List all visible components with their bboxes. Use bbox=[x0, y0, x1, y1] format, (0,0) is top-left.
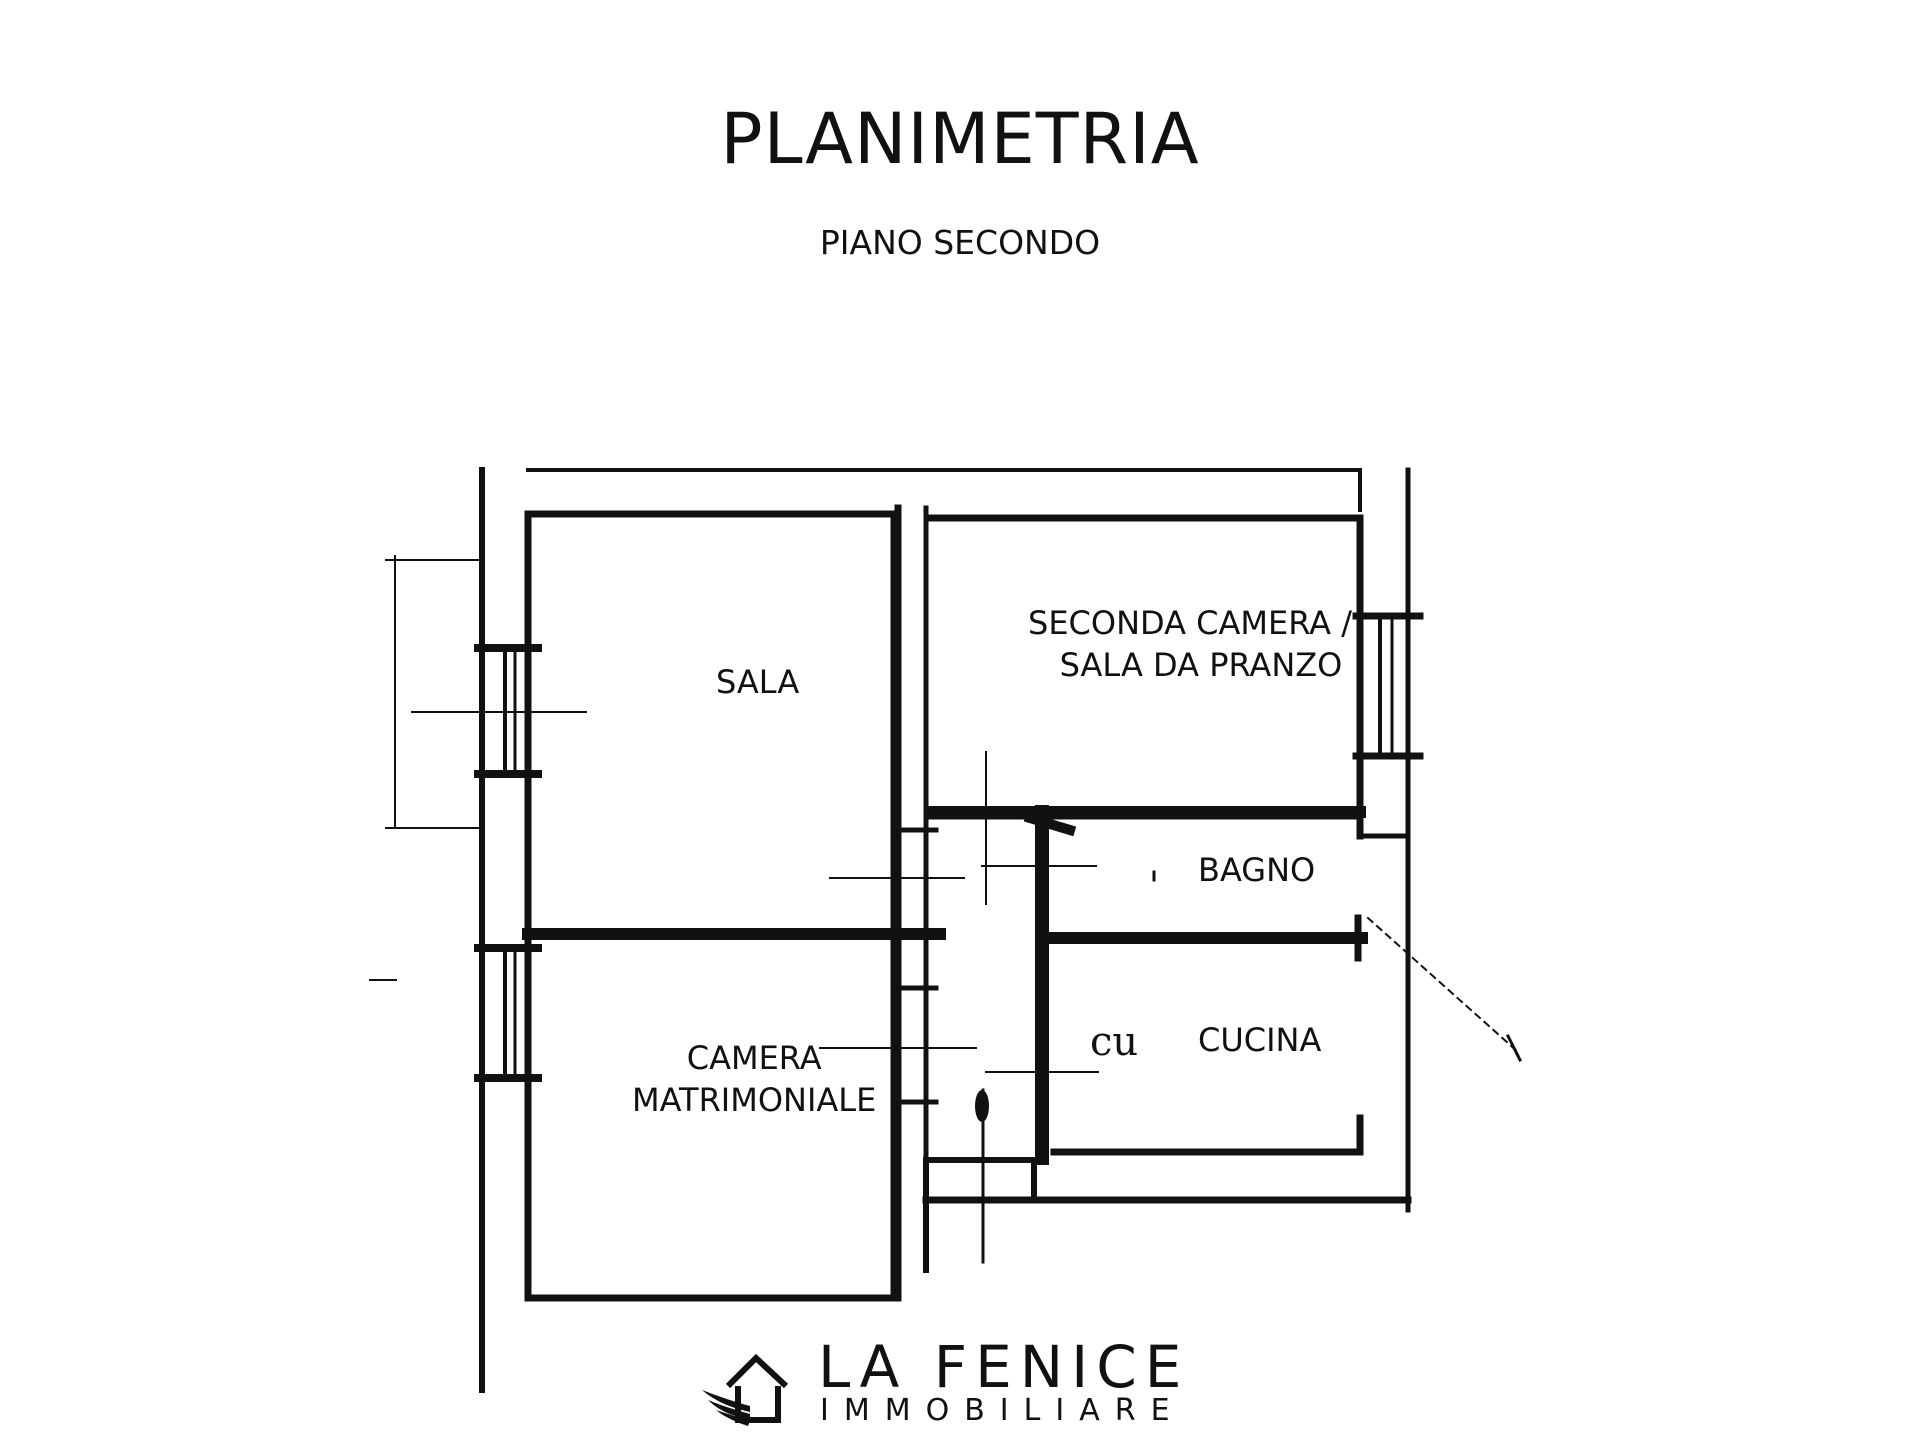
company-logo: LA FENICE IMMOBILIARE bbox=[690, 1338, 1250, 1428]
room-label-cucina: CUCINA bbox=[1198, 1021, 1322, 1059]
room-label-camera-matrimoniale: CAMERA MATRIMONIALE bbox=[632, 1038, 876, 1121]
page-title: PLANIMETRIA bbox=[720, 98, 1200, 180]
room-label-cucina-handwritten: cu bbox=[1090, 1019, 1139, 1065]
room-label-seconda-camera-line2: SALA DA PRANZO bbox=[1059, 645, 1343, 684]
room-label-sala: SALA bbox=[716, 663, 800, 701]
room-label-bagno: BAGNO bbox=[1198, 851, 1316, 889]
room-label-seconda-camera: SECONDA CAMERA / SALA DA PRANZO bbox=[1028, 603, 1352, 686]
room-label-camera-line2: MATRIMONIALE bbox=[632, 1080, 877, 1119]
room-label-camera-line1: CAMERA bbox=[686, 1039, 822, 1077]
logo-subtitle: IMMOBILIARE bbox=[820, 1393, 1185, 1428]
floor-subtitle: PIANO SECONDO bbox=[819, 223, 1101, 262]
room-label-seconda-camera-line1: SECONDA CAMERA / bbox=[1028, 604, 1352, 642]
logo-name: LA FENICE bbox=[818, 1333, 1190, 1401]
phoenix-house-icon bbox=[702, 1353, 789, 1426]
